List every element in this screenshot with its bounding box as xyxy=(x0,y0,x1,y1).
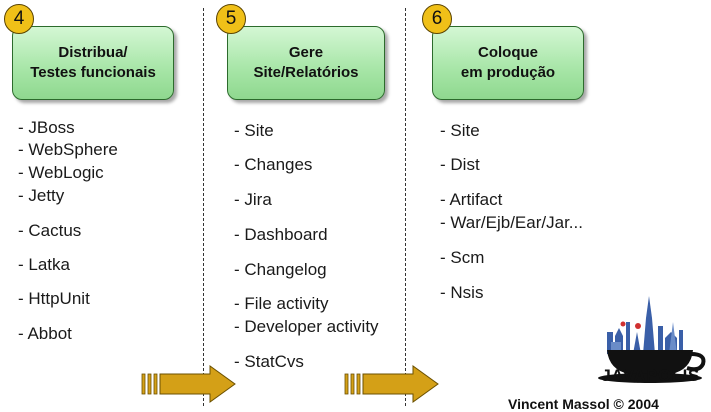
list-item: - WebLogic xyxy=(18,163,104,182)
list-item: - JBoss xyxy=(18,118,75,137)
list-item: - Dist xyxy=(440,155,480,174)
flow-arrow-icon xyxy=(344,365,439,403)
stage-number-badge: 4 xyxy=(4,4,34,34)
stage-box-6: Coloque em produção xyxy=(432,26,584,100)
list-item: - Developer activity xyxy=(234,317,379,336)
list-item: - Changes xyxy=(234,155,313,174)
list-item: - Jetty xyxy=(18,186,65,205)
list-item: - WebSphere xyxy=(18,140,118,159)
stage-title-line1: Coloque xyxy=(478,44,538,61)
list-item: - Artifact xyxy=(440,190,503,209)
copyright-footer: Vincent Massol © 2004 xyxy=(508,396,659,412)
list-item: - HttpUnit xyxy=(18,289,90,308)
list-item: - Site xyxy=(234,121,274,140)
stage-number-badge: 6 xyxy=(422,4,452,34)
list-item: - Cactus xyxy=(18,221,82,240)
list-item: - Dashboard xyxy=(234,225,328,244)
list-item: - War/Ejb/Ear/Jar... xyxy=(440,213,583,232)
stage-box-5: Gere Site/Relatórios xyxy=(227,26,385,100)
stage-title-line1: Gere xyxy=(288,44,324,61)
stage-title-line2: Site/Relatórios xyxy=(253,64,359,81)
stage-divider xyxy=(203,8,204,406)
flow-arrow-icon xyxy=(141,365,236,403)
list-item: - Changelog xyxy=(234,260,327,279)
stage-number-badge: 5 xyxy=(216,4,246,34)
stage-title-line2: em produção xyxy=(460,64,556,81)
list-item: - Scm xyxy=(440,248,485,267)
stage-box-4: Distribua/ Testes funcionais xyxy=(12,26,174,100)
list-item: - Abbot xyxy=(18,324,72,343)
coffee-cup-skyline-icon xyxy=(598,296,706,383)
list-item: - Latka xyxy=(18,255,70,274)
stage-title-line1: Distribua/ xyxy=(58,44,128,61)
stage-title-line2: Testes funcionais xyxy=(30,64,156,81)
list-item: - Jira xyxy=(234,190,272,209)
stage-divider xyxy=(405,8,406,406)
list-item: - File activity xyxy=(234,294,329,313)
list-item: - Site xyxy=(440,121,480,140)
list-item: - StatCvs xyxy=(234,352,304,371)
list-item: - Nsis xyxy=(440,283,484,302)
logo-wordmark: JAVAPOLIS xyxy=(601,366,700,385)
